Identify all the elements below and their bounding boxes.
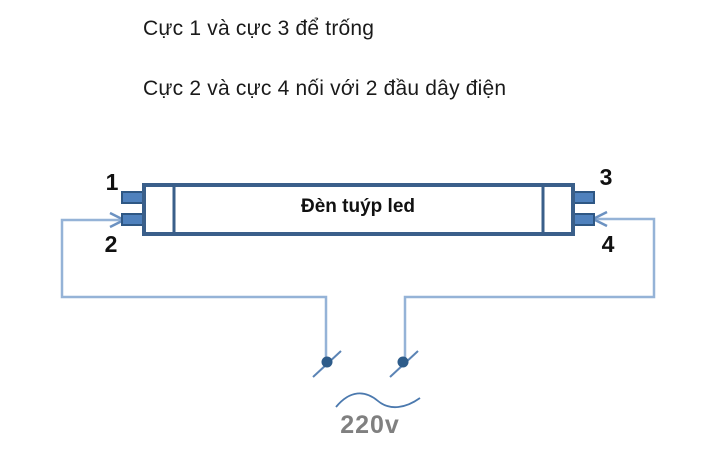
pin-3-label: 3 — [599, 164, 613, 190]
led-tube-body — [142, 183, 575, 236]
tube-label: Đèn tuýp led — [300, 196, 415, 217]
pin-2 — [121, 213, 146, 226]
pin-2-label: 2 — [104, 231, 118, 257]
voltage-label: 220v — [340, 411, 400, 439]
instruction-line-2: Cực 2 và cực 4 nối với 2 đầu dây điện — [143, 77, 507, 100]
wire-right — [403, 217, 656, 360]
pin-1-label: 1 — [105, 169, 119, 195]
terminal-dot-left — [321, 356, 333, 368]
instruction-line-1: Cực 1 và cực 3 để trống — [143, 17, 375, 40]
wire-left — [60, 218, 328, 360]
pin-1 — [121, 191, 146, 204]
ac-sine-icon — [335, 392, 421, 408]
terminal-dot-right — [397, 356, 409, 368]
pin-4-label: 4 — [601, 231, 615, 257]
